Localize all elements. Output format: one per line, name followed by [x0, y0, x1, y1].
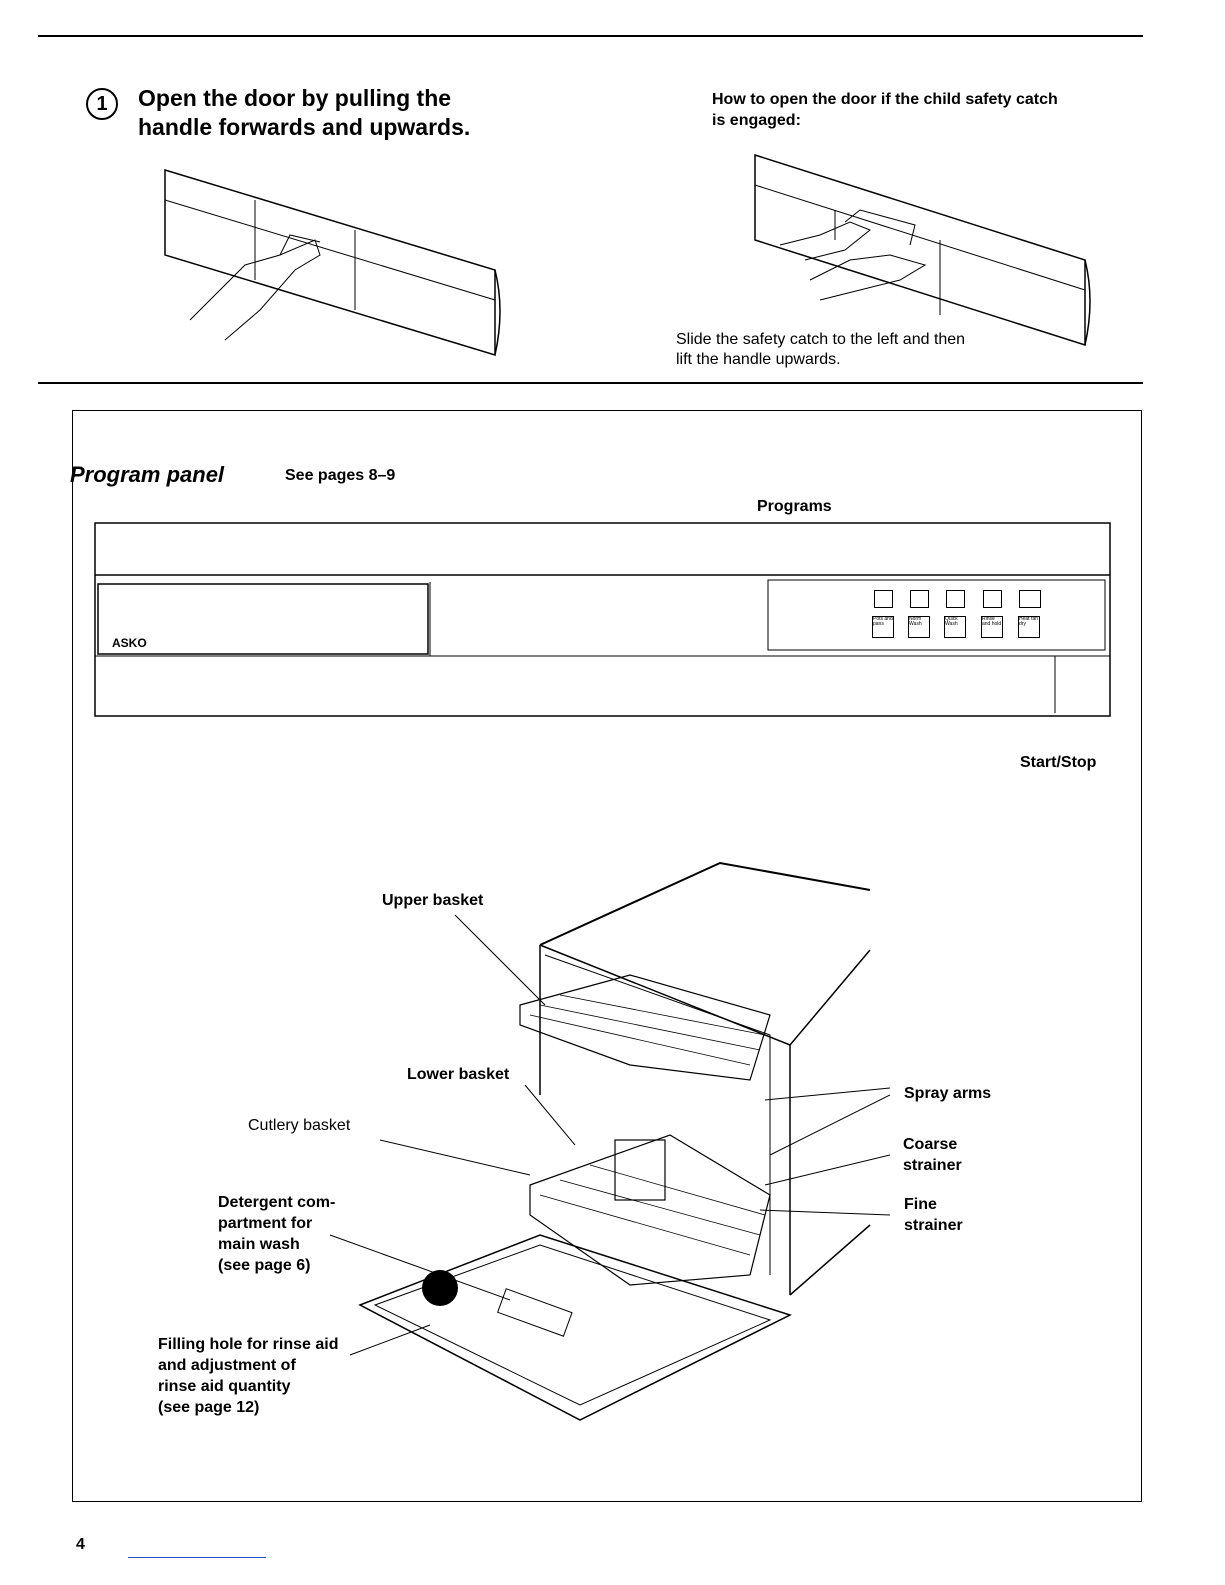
program-panel-drawing	[94, 522, 1111, 717]
program-button-rinse[interactable]	[983, 590, 1002, 608]
detergent-compartment-label: Detergent com- partment for main wash (s…	[218, 1194, 336, 1274]
button-label-norm: Norm Wash	[908, 616, 930, 638]
child-catch-heading-line1: How to open the door if the child safety…	[712, 91, 1058, 108]
step-title-line1: Open the door by pulling the	[138, 85, 452, 111]
page-number: 4	[76, 1536, 85, 1553]
child-catch-caption-line2: lift the handle upwards.	[676, 351, 841, 368]
spray-arms-label: Spray arms	[904, 1085, 992, 1102]
fine-strainer-label: Fine strainer	[904, 1196, 963, 1234]
program-buttons: Pots and pans Norm Wash Quick Wash Rinse…	[870, 586, 1045, 642]
footer-underline	[128, 1557, 266, 1558]
child-catch-illustration	[754, 153, 1091, 347]
program-button-pots[interactable]	[874, 590, 893, 608]
top-rule	[38, 35, 1143, 37]
step-title-line2: handle forwards and upwards.	[138, 114, 471, 140]
brand-logo: ASKO	[112, 636, 147, 650]
button-label-pots: Pots and pans	[872, 616, 894, 638]
program-button-quick[interactable]	[946, 590, 965, 608]
button-label-quick: Quick Wash	[944, 616, 966, 638]
see-pages-reference: See pages 8–9	[285, 467, 396, 484]
filling-hole-label: Filling hole for rinse aid and adjustmen…	[158, 1336, 339, 1416]
program-button-dry[interactable]	[1019, 590, 1041, 608]
middle-rule	[38, 382, 1143, 384]
program-button-norm[interactable]	[910, 590, 929, 608]
button-label-dry: Heat fan dry	[1018, 616, 1040, 638]
programs-label: Programs	[757, 498, 832, 515]
coarse-strainer-label: Coarse strainer	[903, 1136, 962, 1174]
step-number-badge: 1	[86, 88, 118, 120]
button-label-rinse: Rinse and hold	[981, 616, 1003, 638]
upper-basket-label: Upper basket	[382, 892, 484, 909]
child-catch-heading-line2: is engaged:	[712, 112, 801, 129]
program-section-frame	[72, 410, 1142, 1502]
dishwasher-illustration	[329, 861, 891, 1421]
program-panel-title: Program panel	[70, 462, 225, 487]
cutlery-basket-label: Cutlery basket	[248, 1117, 351, 1134]
start-stop-label: Start/Stop	[1020, 754, 1097, 771]
handle-pull-illustration	[164, 168, 501, 357]
child-catch-caption-line1: Slide the safety catch to the left and t…	[676, 331, 966, 348]
lower-basket-label: Lower basket	[407, 1066, 510, 1083]
